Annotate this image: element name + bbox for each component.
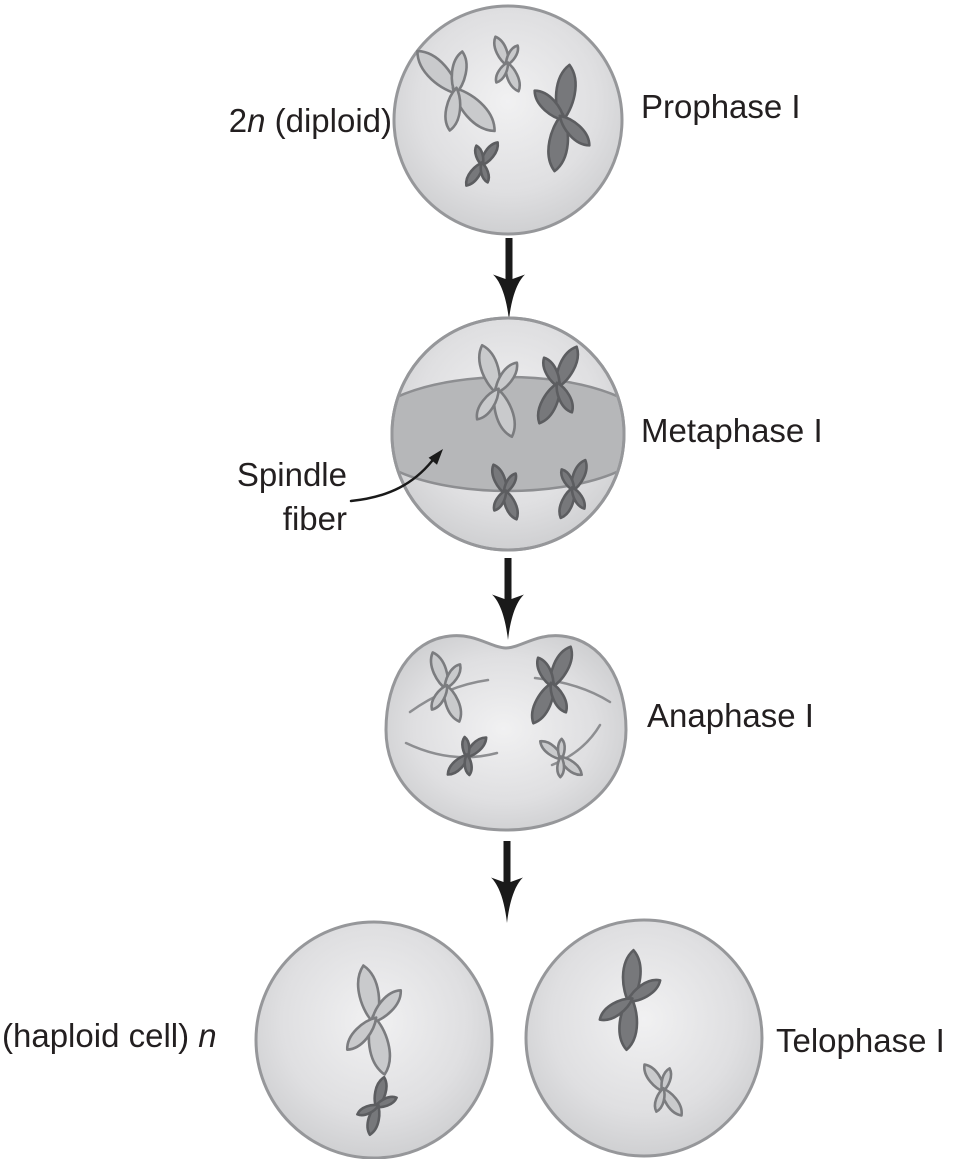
spindle-fiber-line bbox=[404, 741, 499, 759]
anaphase-cell-membrane bbox=[384, 634, 628, 832]
metaphase-cell-outline bbox=[390, 316, 626, 552]
spindle-fiber-label-line1: Spindle bbox=[236, 456, 347, 493]
spindle-fiber-pointer-arrowhead bbox=[428, 449, 443, 465]
diploid-n-symbol: n bbox=[247, 102, 266, 139]
spindle-fiber-label: Spindle fiber bbox=[237, 453, 347, 541]
spindle-fiber-pointer-line bbox=[349, 459, 434, 503]
down-arrow-1 bbox=[493, 238, 525, 320]
haploid-label: (haploid cell) n bbox=[2, 1016, 217, 1056]
telophase-right-membrane bbox=[524, 918, 764, 1158]
stage-label-telophase: Telophase I bbox=[776, 1022, 945, 1059]
diploid-number: 2 bbox=[228, 102, 248, 139]
stage-label-prophase: Prophase I bbox=[641, 88, 801, 125]
stage-label-anaphase: Anaphase I bbox=[647, 697, 814, 734]
telophase-cell-left bbox=[254, 920, 494, 1159]
anaphase-cell bbox=[384, 634, 628, 832]
telophase-cell-right bbox=[524, 918, 764, 1158]
prophase-cell bbox=[392, 4, 624, 236]
haploid-text: (haploid cell) bbox=[2, 1017, 199, 1054]
diploid-text: (diploid) bbox=[265, 102, 392, 139]
diploid-label: 2n (diploid) bbox=[229, 101, 392, 141]
prophase-cell-membrane bbox=[392, 4, 624, 236]
stage-label-metaphase: Metaphase I bbox=[641, 412, 823, 449]
metaphase-cell bbox=[390, 316, 626, 552]
haploid-n-symbol: n bbox=[198, 1017, 217, 1054]
down-arrow-3 bbox=[491, 841, 523, 923]
down-arrow-2 bbox=[492, 558, 524, 640]
spindle-fiber-label-line2: fiber bbox=[282, 500, 347, 537]
